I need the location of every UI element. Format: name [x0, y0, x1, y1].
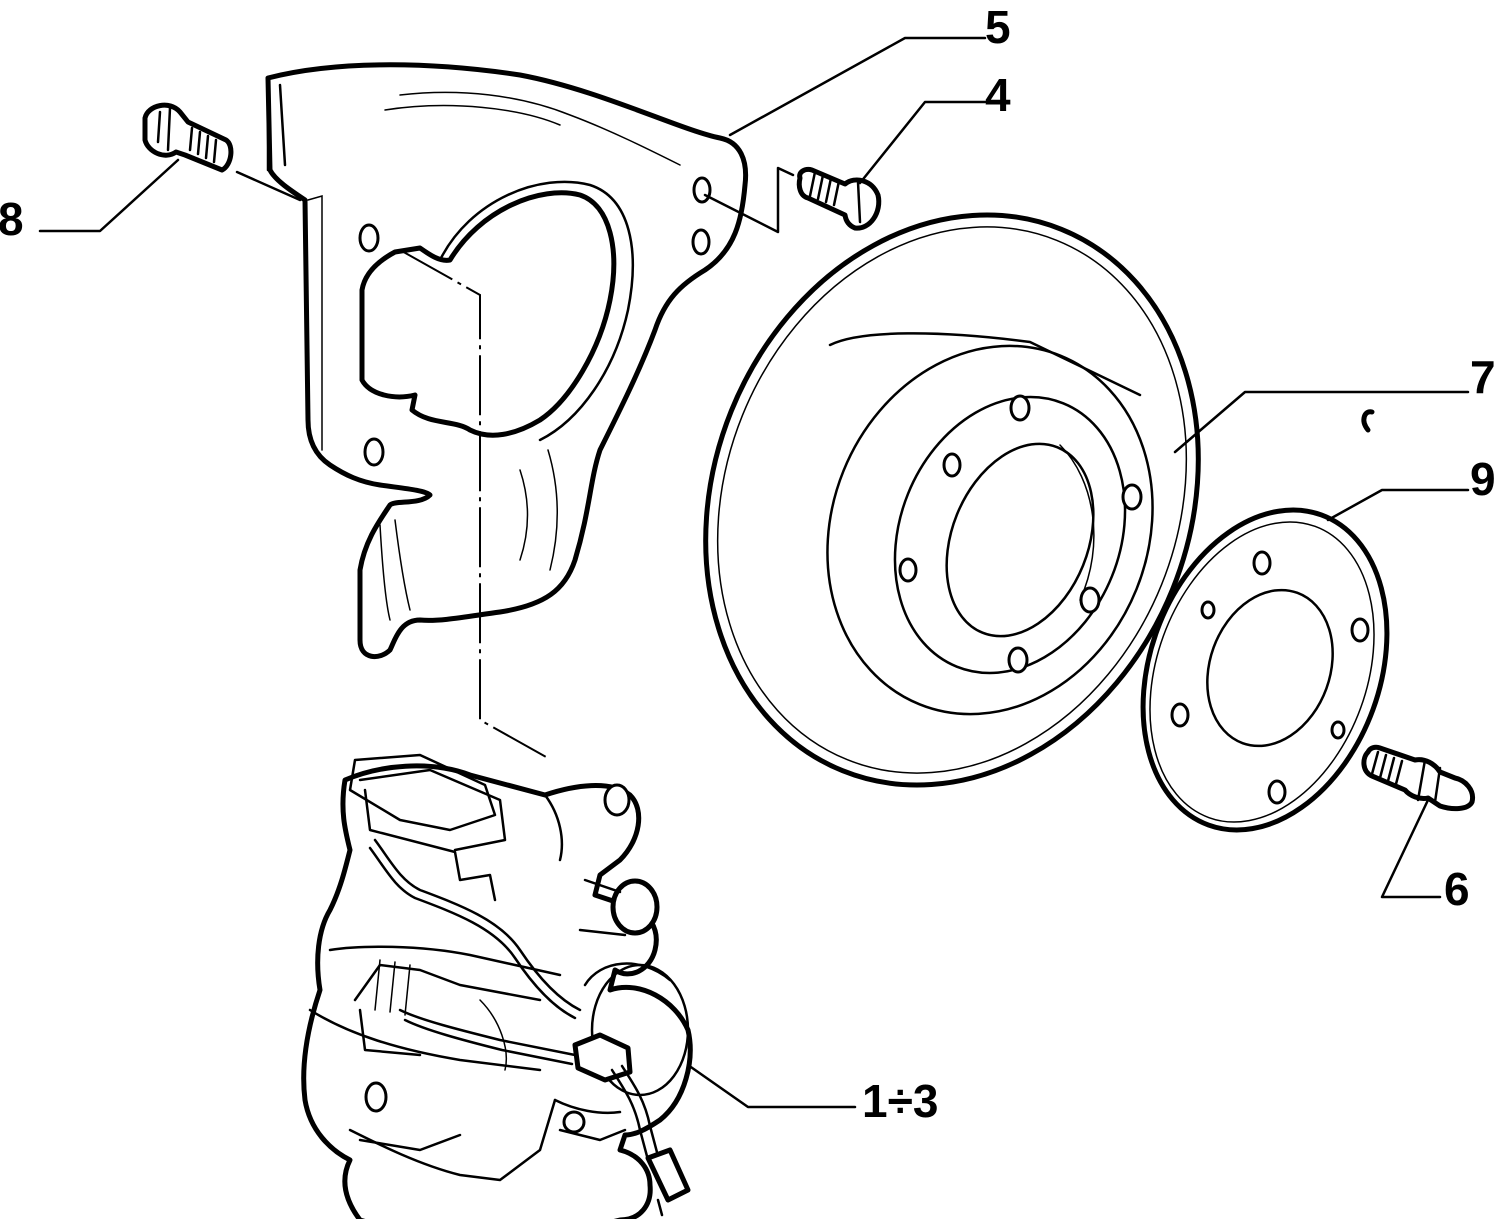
callout-8: 8 — [0, 193, 24, 245]
callout-7: 7 — [1470, 351, 1496, 403]
leader-4 — [858, 100, 987, 185]
brake-caliper — [301, 753, 693, 1219]
callout-4: 4 — [985, 69, 1011, 121]
bolt-8-alignment-line — [235, 170, 302, 202]
leader-9 — [1326, 488, 1470, 522]
leader-6 — [1380, 798, 1442, 899]
bolt-4-alignment-line — [703, 166, 795, 234]
callout-1-3: 1÷3 — [862, 1075, 939, 1127]
bolt-4 — [796, 167, 882, 231]
callout-5: 5 — [985, 1, 1011, 53]
leader-1-3 — [686, 1063, 857, 1109]
callout-9: 9 — [1470, 453, 1496, 505]
callout-6: 6 — [1444, 863, 1470, 915]
leader-5 — [728, 36, 987, 137]
splash-shield — [265, 62, 749, 660]
assembly-axis-line — [399, 249, 549, 759]
leader-8 — [38, 158, 180, 233]
leader-7 — [1173, 390, 1470, 454]
stud-6 — [1361, 409, 1476, 812]
brake-disc — [703, 212, 1201, 788]
hub-shim-ring — [1140, 507, 1390, 833]
bolt-8 — [142, 102, 234, 173]
